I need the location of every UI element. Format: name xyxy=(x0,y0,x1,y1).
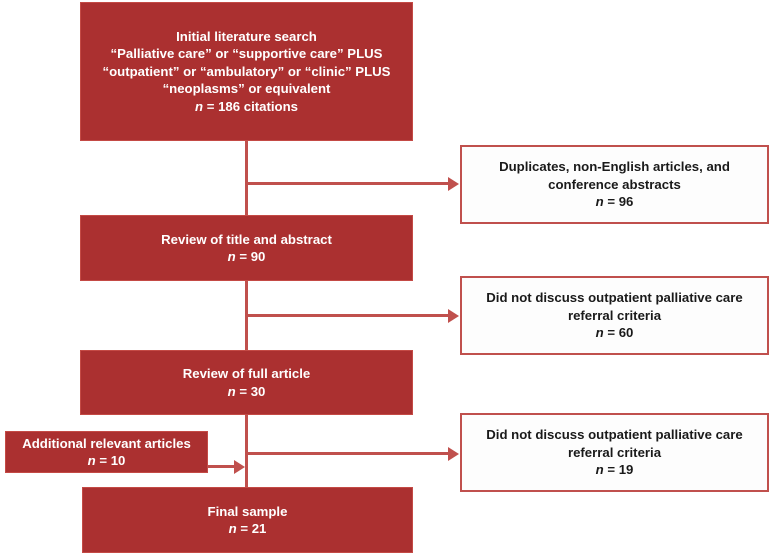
arrowhead-exclusion-1 xyxy=(448,177,459,191)
exclusion-3-line-2: referral criteria xyxy=(567,444,662,460)
arrowhead-exclusion-2 xyxy=(448,309,459,323)
initial-search-line-4: “neoplasms” or equivalent xyxy=(162,81,331,97)
review-title-count-value: = 90 xyxy=(235,249,266,264)
exclusion-2-line-2: referral criteria xyxy=(567,307,662,323)
exclusion-2-n-symbol: n xyxy=(595,325,604,341)
exclusion-1-count: n = 96 xyxy=(596,193,634,210)
exclusion-1-line-1: Duplicates, non-English articles, and xyxy=(499,159,730,175)
exclusion-3-count-value: = 19 xyxy=(603,462,634,478)
final-sample-n-symbol: n xyxy=(228,521,237,536)
initial-search-line-1: Initial literature search xyxy=(176,28,317,44)
final-sample-line-1: Final sample xyxy=(207,503,288,519)
review-full-count: n = 30 xyxy=(228,383,266,400)
connector-branch-exclusion-3 xyxy=(245,452,452,455)
exclusion-1-n-symbol: n xyxy=(595,194,604,210)
additional-line-1: Additional relevant articles xyxy=(22,435,191,451)
review-full-count-value: = 30 xyxy=(235,383,266,399)
arrowhead-additional-articles xyxy=(234,460,245,474)
initial-search-line-3: “outpatient” or “ambulatory” or “clinic”… xyxy=(102,63,391,79)
review-title-n-symbol: n xyxy=(227,249,236,264)
node-exclusion-referral-criteria-19[interactable]: Did not discuss outpatient palliative ca… xyxy=(460,413,769,492)
final-sample-count: n = 21 xyxy=(229,520,267,537)
exclusion-3-line-1: Did not discuss outpatient palliative ca… xyxy=(486,427,743,443)
additional-n-symbol: n xyxy=(87,453,96,468)
arrowhead-exclusion-3 xyxy=(448,447,459,461)
review-title-count: n = 90 xyxy=(228,248,266,265)
exclusion-3-count: n = 19 xyxy=(596,461,634,478)
review-full-n-symbol: n xyxy=(227,383,236,399)
initial-search-count-value: = 186 citations xyxy=(203,98,298,114)
exclusion-1-line-2: conference abstracts xyxy=(548,176,681,192)
final-sample-count-value: = 21 xyxy=(236,521,267,536)
initial-search-n-symbol: n xyxy=(195,98,204,114)
connector-initial-to-review-title xyxy=(245,139,248,215)
node-review-title-abstract[interactable]: Review of title and abstract n = 90 xyxy=(80,215,413,281)
review-title-line-1: Review of title and abstract xyxy=(161,231,332,247)
connector-branch-exclusion-1 xyxy=(245,182,452,185)
additional-count: n = 10 xyxy=(88,452,126,469)
node-additional-relevant-articles[interactable]: Additional relevant articles n = 10 xyxy=(5,431,208,473)
exclusion-1-count-value: = 96 xyxy=(603,194,634,210)
exclusion-2-count-value: = 60 xyxy=(603,325,634,341)
exclusion-2-count: n = 60 xyxy=(596,324,634,341)
node-exclusion-duplicates[interactable]: Duplicates, non-English articles, and co… xyxy=(460,145,769,224)
connector-additional-to-trunk xyxy=(208,465,238,468)
additional-count-value: = 10 xyxy=(95,453,126,468)
connector-branch-exclusion-2 xyxy=(245,314,452,317)
initial-search-line-2: “Palliative care” or “supportive care” P… xyxy=(110,46,383,62)
node-initial-literature-search[interactable]: Initial literature search “Palliative ca… xyxy=(80,2,413,141)
exclusion-2-line-1: Did not discuss outpatient palliative ca… xyxy=(486,290,743,306)
connector-full-to-final xyxy=(245,414,248,488)
exclusion-3-n-symbol: n xyxy=(595,462,604,478)
review-full-line-1: Review of full article xyxy=(182,366,311,382)
initial-search-count: n = 186 citations xyxy=(195,98,298,115)
node-final-sample[interactable]: Final sample n = 21 xyxy=(82,487,413,553)
node-exclusion-referral-criteria-60[interactable]: Did not discuss outpatient palliative ca… xyxy=(460,276,769,355)
node-review-full-article[interactable]: Review of full article n = 30 xyxy=(80,350,413,415)
